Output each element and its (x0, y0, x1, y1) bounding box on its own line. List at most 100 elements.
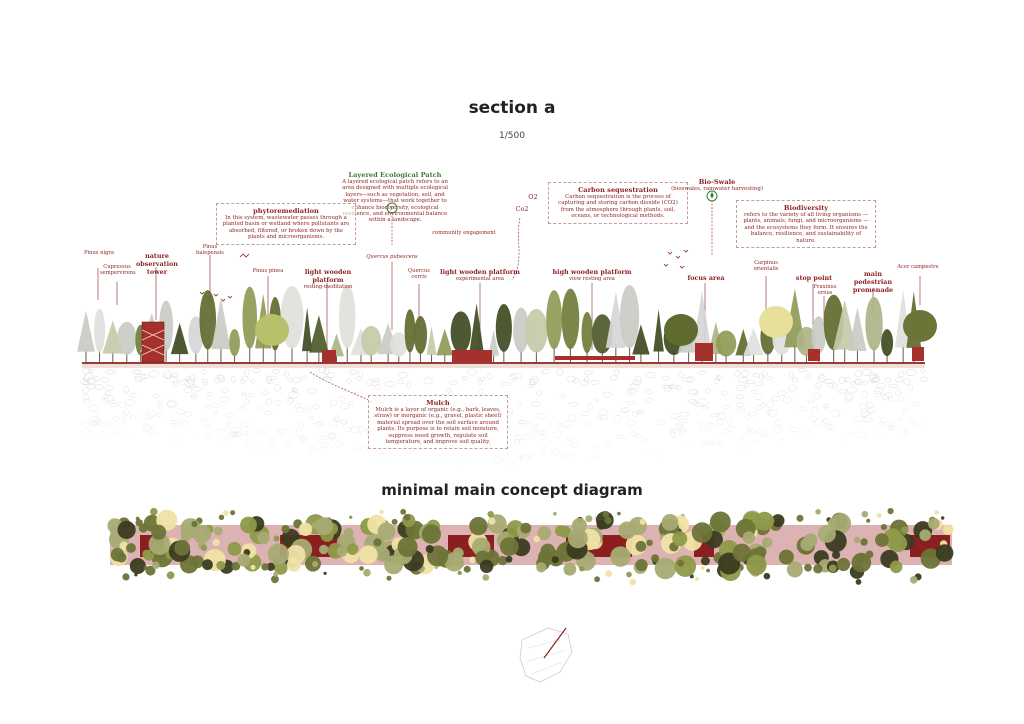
concept-dot (865, 550, 874, 559)
concept-dot (164, 537, 181, 554)
concept-dot (349, 515, 353, 519)
concept-dot (325, 522, 338, 535)
concept-dot (941, 516, 945, 520)
carbon-title: Carbon sequestration (578, 186, 658, 194)
concept-dot (860, 538, 868, 546)
tree (495, 304, 512, 362)
concept-dot (165, 549, 176, 560)
concept-dot (116, 552, 127, 563)
concept-dot (815, 509, 821, 515)
concept-dot (150, 507, 158, 516)
high-platform-sub: view resting area (569, 276, 615, 282)
concept-dot (202, 559, 213, 571)
concept-dot (578, 547, 590, 559)
concept-dot (660, 533, 682, 554)
concept-dot (830, 512, 852, 534)
concept-dot (505, 555, 513, 563)
tree (361, 325, 382, 362)
tower-label-text: nature observation tower (136, 252, 178, 276)
tree (832, 299, 857, 362)
tree (632, 324, 650, 362)
concept-dot (796, 514, 804, 522)
concept-dot (143, 565, 149, 571)
concept-dot (706, 568, 710, 573)
concept-dot (661, 514, 679, 531)
site-key-map (519, 627, 573, 683)
concept-dot (553, 511, 557, 516)
concept-block (910, 535, 950, 557)
concept-dot (635, 559, 648, 572)
leader-line (511, 217, 521, 281)
concept-dot (403, 514, 411, 521)
concept-dot (742, 531, 756, 544)
concept-dot (393, 545, 413, 565)
label-acer: Acer campestre (897, 264, 939, 270)
concept-dot (191, 520, 198, 528)
concept-dot (876, 512, 882, 518)
concept-dot (200, 544, 208, 551)
concept-dot (558, 525, 572, 538)
concept-dot (538, 549, 555, 566)
carbon-text: Carbon sequestration is the process of c… (558, 194, 678, 220)
concept-dot (135, 516, 140, 521)
concept-dot (745, 522, 757, 534)
concept-dot (384, 544, 402, 562)
concept-dot (452, 547, 464, 559)
concept-dot (880, 549, 899, 569)
concept-dot (223, 510, 229, 516)
concept-dot (266, 562, 275, 571)
concept-dot (626, 571, 632, 578)
concept-dot (929, 516, 936, 524)
concept-dot (610, 546, 631, 567)
concept-dot (305, 555, 321, 572)
tree (513, 307, 530, 362)
concept-dot (379, 509, 384, 515)
concept-dot (742, 510, 763, 531)
concept-dot (736, 564, 744, 572)
carbon-note: Carbon sequestration Carbon sequestratio… (548, 182, 688, 224)
concept-dot (436, 549, 455, 568)
concept-dot (293, 519, 303, 529)
concept-dot (512, 538, 531, 557)
concept-dot (281, 525, 290, 534)
concept-dot (635, 540, 647, 552)
concept-dot (889, 519, 909, 538)
concept-dot (213, 526, 223, 536)
concept-band (110, 525, 952, 565)
concept-dot (425, 545, 434, 553)
concept-dot (887, 508, 894, 515)
concept-dot (654, 557, 677, 580)
concept-dot (109, 529, 129, 550)
tree (743, 327, 764, 362)
concept-dot (551, 556, 559, 564)
tree (117, 321, 137, 362)
concept-dot (910, 576, 918, 584)
concept-dot (819, 524, 839, 544)
concept-dot (250, 564, 256, 570)
phytoremediation-text: In this system, wastewater passes throug… (222, 215, 350, 241)
concept-dot (533, 535, 540, 543)
observation-tower (142, 322, 164, 362)
concept-dot (901, 526, 909, 534)
concept-dot (237, 553, 251, 567)
high-platform-title: high wooden platform (552, 268, 632, 276)
concept-dot (669, 523, 684, 538)
concept-dot (397, 537, 418, 557)
concept-dot (832, 550, 841, 560)
biodiversity-text: refers to the variety of all living orga… (743, 212, 869, 244)
concept-dot (360, 518, 378, 535)
concept-dot (145, 565, 156, 576)
concept-dot (851, 552, 872, 573)
label-fraxinus: Fraxinus ornus (813, 284, 837, 297)
leader-line (309, 371, 373, 403)
tree (653, 309, 664, 362)
tree (848, 307, 867, 362)
concept-dot (367, 514, 387, 535)
concept-dot (319, 544, 329, 555)
concept-dot (427, 545, 449, 567)
tree (229, 329, 240, 362)
concept-dot (402, 513, 416, 528)
concept-dot (363, 568, 371, 577)
label-focus: focus area (686, 274, 726, 282)
concept-dot (180, 518, 201, 539)
